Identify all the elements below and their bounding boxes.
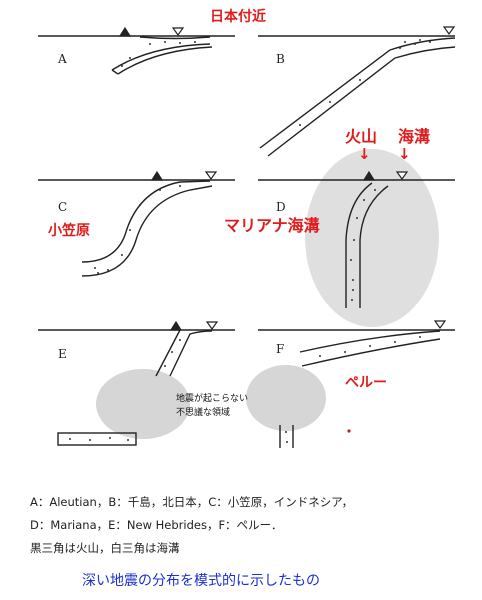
trench-triangle-b: [442, 26, 456, 36]
legend-line1: A：Aleutian，B：千島，北日本，C：小笠原，インドネシア，: [30, 495, 354, 509]
slab-e-right: [169, 330, 213, 377]
mariana-highlight: [305, 149, 439, 327]
nodeep-zone-ellipse-left: [96, 369, 190, 439]
slab-a-inner: [117, 46, 213, 75]
slab-b-lower: [267, 46, 456, 157]
title-japan: 日本付近: [210, 9, 266, 25]
trench-triangle-e: [205, 321, 219, 331]
figure-caption: 深い地震の分布を模式的に示したもの: [82, 573, 320, 589]
legend-line3: 黒三角は火山，白三角は海溝: [30, 541, 180, 555]
volcano-triangle-c: [150, 170, 164, 181]
slab-b-upper: [259, 37, 456, 149]
slab-c-upper: [81, 180, 211, 263]
panel-label-c: C: [58, 200, 68, 214]
deep-slab-f: [279, 425, 294, 448]
trench-triangle-f: [433, 320, 447, 330]
nodeep-label-line2: 不思議な領域: [176, 408, 231, 418]
label-mariana-trench: マリアナ海溝: [224, 216, 320, 235]
earthquake-dots: [69, 39, 431, 443]
panel-label-d: D: [276, 200, 286, 214]
volcano-triangle-d: [362, 170, 376, 181]
panel-label-b: B: [276, 52, 285, 66]
slab-a-upper: [139, 36, 211, 40]
slab-c-lower: [81, 185, 213, 277]
slab-a-lower: [111, 43, 211, 71]
stray-mark-f: [347, 429, 351, 433]
panel-label-e: E: [58, 347, 67, 361]
slab-f-upper: [299, 330, 441, 353]
legend-line2: D：Mariana，E：New Hebrides，F：ペルー．: [30, 518, 283, 532]
slab-e-left: [155, 329, 181, 377]
slab-d-left: [345, 182, 373, 308]
nodeep-label-line1: 地震が起こらない: [176, 394, 249, 404]
deep-slab-e: [57, 432, 137, 446]
arrow-volcano-icon: ↓: [358, 145, 371, 163]
panel-label-f: F: [276, 342, 285, 356]
slab-d-right: [359, 185, 389, 308]
volcano-triangle-e: [169, 320, 183, 331]
volcano-triangle-a: [118, 26, 132, 37]
trench-triangle-d: [395, 171, 409, 181]
trench-triangle-c: [204, 171, 218, 181]
label-volcano: 火山: [345, 127, 378, 146]
label-trench: 海溝: [398, 127, 431, 146]
label-peru: ペルー: [345, 375, 387, 391]
nodeep-zone-ellipse-right: [246, 365, 326, 431]
trench-triangle-a: [171, 27, 185, 37]
arrow-trench-icon: ↓: [398, 145, 411, 163]
panel-label-a: A: [58, 52, 67, 66]
slab-a-left: [111, 69, 119, 75]
label-ogasawara: 小笠原: [48, 223, 90, 239]
slab-f-lower: [301, 338, 441, 367]
